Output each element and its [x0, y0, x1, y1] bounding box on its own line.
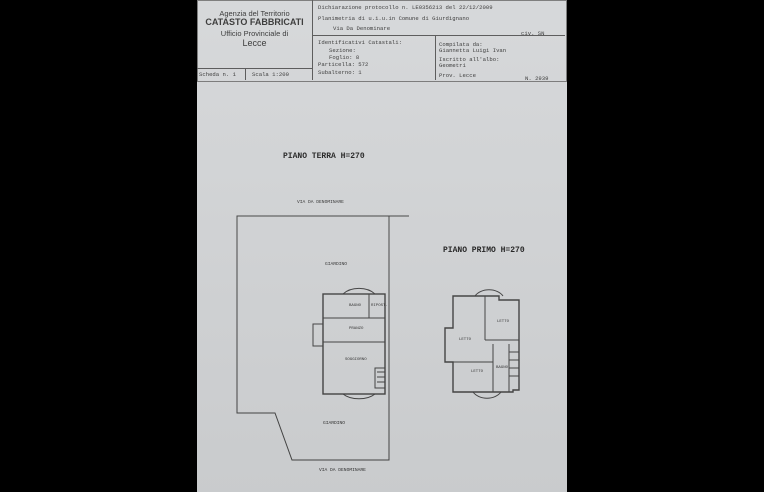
header-divider-v1: [312, 0, 313, 80]
iscritto-albo: Iscritto all'albo:: [439, 56, 500, 63]
header-divider-v2: [435, 35, 436, 80]
room-bagno-upper: BAGNO: [496, 366, 509, 370]
ground-floor-house: [322, 293, 386, 395]
first-floor-title: PIANO PRIMO H=270: [443, 246, 525, 255]
sheet-number: Scheda n. 1: [199, 71, 236, 78]
sezione: Sezione:: [329, 47, 356, 54]
first-floor-bay-top: [474, 289, 504, 297]
scale: Scala 1:200: [252, 71, 289, 78]
street-label-top: VIA DA DENOMINARE: [297, 200, 344, 205]
street-label-bottom: VIA DA DENOMINARE: [319, 468, 366, 473]
ground-floor-bay-bottom: [342, 393, 376, 400]
address: Via Da Denominare: [333, 25, 391, 32]
header-divider-v3: [245, 68, 246, 80]
foglio: Foglio: 8: [329, 54, 360, 61]
agency-name: Agenzia del Territorio: [219, 9, 290, 18]
identifiers-title: Identificativi Catastali:: [318, 39, 402, 46]
declaration-protocol: Dichiarazione protocollo n. LE0356213 de…: [318, 4, 493, 11]
provincia: Prov. Lecce: [439, 72, 476, 79]
garden-label-bottom: GIARDINO: [323, 421, 346, 426]
ground-floor-bay-top: [342, 287, 376, 295]
albo: Geometri: [439, 62, 466, 69]
room-soggiorno: SOGGIORNO: [345, 358, 367, 362]
room-letto-bottom: LETTO: [471, 370, 484, 374]
room-pranzo: PRANZO: [349, 327, 364, 331]
compilata-da: Compilata da:: [439, 41, 483, 48]
first-floor-house: [444, 295, 520, 393]
agency-city: Lecce: [242, 38, 267, 48]
lot-boundary: [236, 215, 409, 461]
garden-label-top: GIARDINO: [325, 262, 348, 267]
plan-title: Planimetria di u.i.u.in Comune di Giurdi…: [318, 15, 470, 22]
subalterno: Subalterno: 1: [318, 69, 362, 76]
room-letto-top: LETTO: [497, 320, 510, 324]
agency-office: Ufficio Provinciale di: [220, 29, 289, 38]
floor-plan-drawing: [236, 215, 520, 461]
ground-floor-title: PIANO TERRA H=270: [283, 152, 365, 161]
header-divider-h1: [312, 35, 565, 36]
first-floor-bay-bottom: [472, 391, 502, 399]
room-letto-left: LETTO: [459, 338, 472, 342]
room-bagno: BAGNO: [349, 304, 362, 308]
room-ripostiglio: RIPOST.: [371, 304, 388, 308]
header-divider-h2: [197, 68, 312, 69]
particella: Particella: 572: [318, 61, 369, 68]
header-frame: [197, 0, 567, 82]
compiler-name: Giannetta Luigi Ivan: [439, 47, 507, 54]
civic-number: civ. SN: [521, 30, 545, 37]
registration-number: N. 2939: [525, 75, 549, 82]
cadastral-plan-document: Agenzia del Territorio CATASTO FABBRICAT…: [197, 0, 567, 492]
agency-department: CATASTO FABBRICATI: [205, 17, 304, 27]
